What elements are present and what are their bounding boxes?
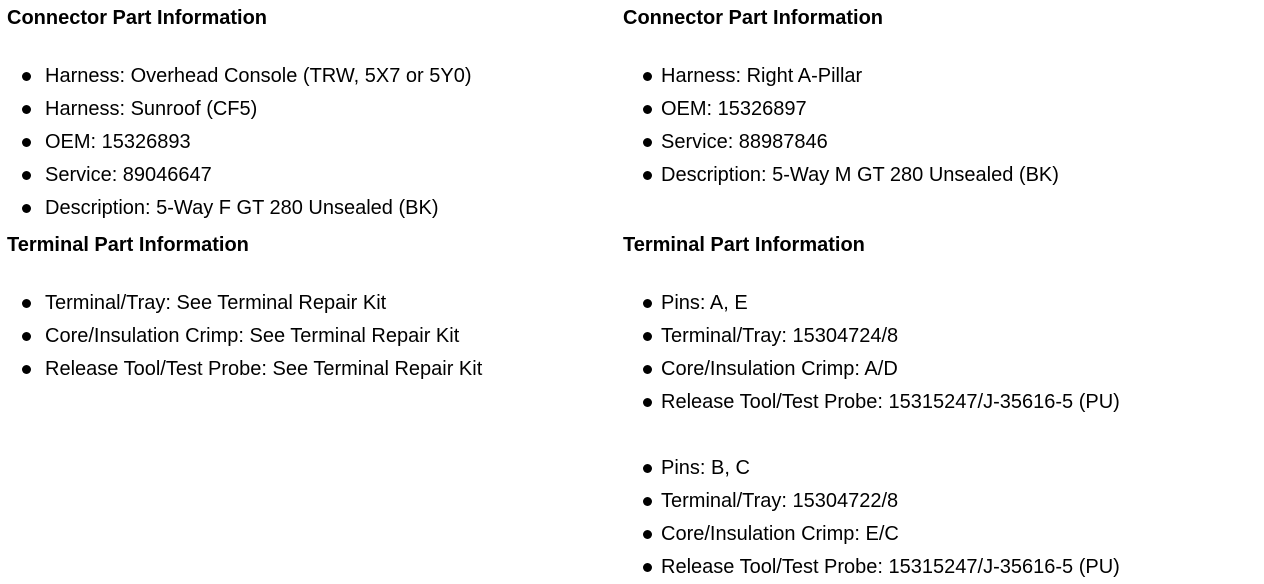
bullet-list: Harness: Overhead Console (TRW, 5X7 or 5… bbox=[7, 60, 623, 225]
list-item: OEM: 15326897 bbox=[623, 93, 1264, 126]
list-item: Description: 5-Way F GT 280 Unsealed (BK… bbox=[7, 192, 623, 225]
section-connector-left: Connector Part Information Harness: Over… bbox=[7, 5, 623, 225]
section-connector-right: Connector Part Information Harness: Righ… bbox=[623, 5, 1264, 192]
bullet-icon bbox=[643, 398, 652, 407]
bullet-icon bbox=[22, 105, 31, 114]
list-item: Terminal/Tray: See Terminal Repair Kit bbox=[7, 287, 623, 320]
section-terminal-right: Terminal Part Information Pins: A, E Ter… bbox=[623, 232, 1264, 584]
bullet-icon bbox=[643, 72, 652, 81]
list-item-text: Release Tool/Test Probe: See Terminal Re… bbox=[45, 358, 483, 380]
bullet-icon bbox=[643, 332, 652, 341]
bullet-icon bbox=[643, 464, 652, 473]
bullet-list-pin-group-2: Pins: B, C Terminal/Tray: 15304722/8 Cor… bbox=[623, 452, 1264, 584]
list-item-text: Service: 89046647 bbox=[45, 164, 212, 186]
bullet-icon bbox=[22, 72, 31, 81]
bullet-icon bbox=[643, 138, 652, 147]
list-item: Description: 5-Way M GT 280 Unsealed (BK… bbox=[623, 159, 1264, 192]
bullet-icon bbox=[22, 332, 31, 341]
list-item-text: Release Tool/Test Probe: 15315247/J-3561… bbox=[661, 556, 1120, 578]
section-heading: Terminal Part Information bbox=[7, 234, 249, 256]
bullet-icon bbox=[643, 530, 652, 539]
list-item: Harness: Overhead Console (TRW, 5X7 or 5… bbox=[7, 60, 623, 93]
list-item-text: Service: 88987846 bbox=[661, 131, 828, 153]
bullet-list: Terminal/Tray: See Terminal Repair Kit C… bbox=[7, 287, 623, 386]
bullet-icon bbox=[22, 365, 31, 374]
list-item-text: OEM: 15326897 bbox=[661, 98, 807, 120]
section-terminal-left: Terminal Part Information Terminal/Tray:… bbox=[7, 232, 623, 386]
list-item: Core/Insulation Crimp: A/D bbox=[623, 353, 1264, 386]
list-item: Terminal/Tray: 15304722/8 bbox=[623, 485, 1264, 518]
list-item-text: OEM: 15326893 bbox=[45, 131, 191, 153]
bullet-icon bbox=[22, 204, 31, 213]
bullet-icon bbox=[22, 138, 31, 147]
list-item-text: Pins: A, E bbox=[661, 292, 748, 314]
list-item: Release Tool/Test Probe: See Terminal Re… bbox=[7, 353, 623, 386]
section-heading: Connector Part Information bbox=[7, 7, 268, 29]
list-item-text: Description: 5-Way M GT 280 Unsealed (BK… bbox=[661, 164, 1059, 186]
bullet-icon bbox=[22, 171, 31, 180]
list-item-text: Release Tool/Test Probe: 15315247/J-3561… bbox=[661, 391, 1120, 413]
list-item-text: Harness: Right A-Pillar bbox=[661, 65, 863, 87]
section-heading: Connector Part Information bbox=[623, 7, 884, 29]
list-item: Pins: A, E bbox=[623, 287, 1264, 320]
section-heading: Terminal Part Information bbox=[623, 234, 865, 256]
list-item: Core/Insulation Crimp: See Terminal Repa… bbox=[7, 320, 623, 353]
list-item: Harness: Right A-Pillar bbox=[623, 60, 1264, 93]
list-item: OEM: 15326893 bbox=[7, 126, 623, 159]
list-item: Service: 88987846 bbox=[623, 126, 1264, 159]
bullet-icon bbox=[643, 497, 652, 506]
bullet-icon bbox=[22, 299, 31, 308]
list-item-text: Harness: Overhead Console (TRW, 5X7 or 5… bbox=[45, 65, 472, 87]
document-page: Connector Part Information Harness: Over… bbox=[7, 5, 1264, 578]
bullet-list: Harness: Right A-Pillar OEM: 15326897 Se… bbox=[623, 60, 1264, 192]
bullet-icon bbox=[643, 105, 652, 114]
list-item: Terminal/Tray: 15304724/8 bbox=[623, 320, 1264, 353]
bullet-list-pin-group-1: Pins: A, E Terminal/Tray: 15304724/8 Cor… bbox=[623, 287, 1264, 419]
list-item-text: Core/Insulation Crimp: A/D bbox=[661, 358, 898, 380]
list-item: Pins: B, C bbox=[623, 452, 1264, 485]
list-item: Release Tool/Test Probe: 15315247/J-3561… bbox=[623, 386, 1264, 419]
list-item: Service: 89046647 bbox=[7, 159, 623, 192]
bullet-icon bbox=[643, 365, 652, 374]
list-item-text: Core/Insulation Crimp: E/C bbox=[661, 523, 899, 545]
list-item-text: Pins: B, C bbox=[661, 457, 750, 479]
bullet-icon bbox=[643, 299, 652, 308]
list-item-text: Terminal/Tray: 15304724/8 bbox=[661, 325, 899, 347]
bullet-icon bbox=[643, 171, 652, 180]
list-item: Harness: Sunroof (CF5) bbox=[7, 93, 623, 126]
list-item-text: Harness: Sunroof (CF5) bbox=[45, 98, 258, 120]
list-item-text: Terminal/Tray: See Terminal Repair Kit bbox=[45, 292, 387, 314]
list-item: Core/Insulation Crimp: E/C bbox=[623, 518, 1264, 551]
list-item-text: Description: 5-Way F GT 280 Unsealed (BK… bbox=[45, 197, 439, 219]
list-item-text: Core/Insulation Crimp: See Terminal Repa… bbox=[45, 325, 460, 347]
list-item-text: Terminal/Tray: 15304722/8 bbox=[661, 490, 899, 512]
